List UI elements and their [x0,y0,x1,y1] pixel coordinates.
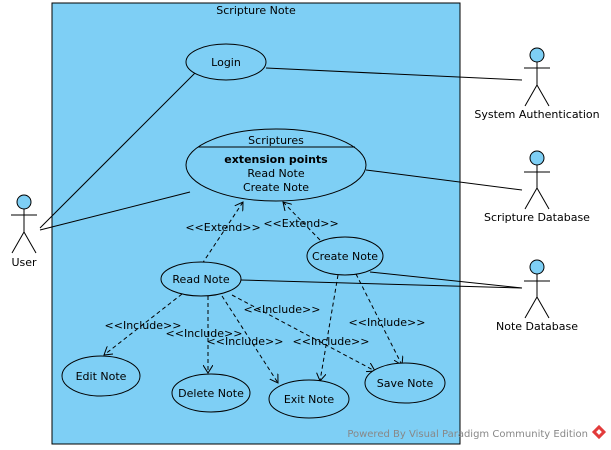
actor-label: Scripture Database [484,211,590,224]
actor-scripture-database[interactable]: Scripture Database [484,150,590,224]
extend-label: <<Extend>> [263,217,338,230]
include-label: <<Include>> [244,303,321,316]
assoc-login-sysauth [265,67,523,81]
use-case-exit-note[interactable]: Exit Note [268,379,350,419]
assoc-readnote-notedb [240,279,523,289]
extend-label: <<Extend>> [185,221,260,234]
include-readnote-savenote [231,294,375,371]
include-label: <<Include>> [166,327,243,340]
assoc-createnote-notedb [369,271,523,289]
watermark: Powered By Visual Paradigm Community Edi… [347,424,607,440]
system-title: Scripture Note [216,4,296,17]
actor-head-icon [529,150,545,166]
extension-point: Create Note [243,181,309,194]
use-case-label: Read Note [172,273,229,286]
use-case-read-note[interactable]: Read Note [160,261,242,297]
actor-system-authentication[interactable]: System Authentication [474,47,600,121]
actor-head-icon [529,259,545,275]
use-case-edit-note[interactable]: Edit Note [61,355,141,397]
use-case-save-note[interactable]: Save Note [364,362,446,404]
use-case-label: Login [211,56,241,69]
extension-point: Read Note [247,167,304,180]
use-case-label: Exit Note [284,393,335,406]
actor-label: System Authentication [474,108,599,121]
use-case-delete-note[interactable]: Delete Note [171,373,251,413]
use-case-label: Edit Note [76,370,127,383]
assoc-user-scriptures [39,191,191,231]
use-case-label: Save Note [377,377,434,390]
assoc-user-login [39,72,196,229]
include-label: <<Include>> [349,316,426,329]
actor-head-icon [16,194,32,210]
extend-createnote-scriptures [283,202,321,241]
include-label: <<Include>> [105,319,182,332]
extension-points-heading: extension points [224,153,328,166]
include-readnote-exitnote [221,295,278,383]
dependencies [104,202,402,383]
include-readnote-editnote [104,293,183,355]
include-label: <<Include>> [207,335,284,348]
use-case-label: Delete Note [178,387,244,400]
include-label: <<Include>> [293,335,370,348]
use-case-create-note[interactable]: Create Note [306,236,384,276]
actor-note-database[interactable]: Note Database [496,259,578,333]
visual-paradigm-logo-icon [591,424,607,440]
actor-head-icon [529,47,545,63]
include-createnote-savenote [355,273,402,365]
relationship-labels: <<Extend>> <<Extend>> <<Include>> <<Incl… [105,217,426,348]
include-createnote-exitnote [320,274,339,381]
use-case-login[interactable]: Login [185,43,267,81]
associations [39,67,523,289]
actor-label: Note Database [496,320,578,333]
assoc-scriptures-scripdb [365,169,523,191]
use-case-scriptures[interactable]: Scriptures extension points Read Note Cr… [185,128,367,202]
extend-readnote-scriptures [201,202,243,265]
watermark-text: Powered By Visual Paradigm Community Edi… [347,429,588,440]
use-case-label: Scriptures [248,134,304,147]
actor-user[interactable]: User [11,194,37,269]
use-case-label: Create Note [312,250,378,263]
actor-label: User [11,256,37,269]
